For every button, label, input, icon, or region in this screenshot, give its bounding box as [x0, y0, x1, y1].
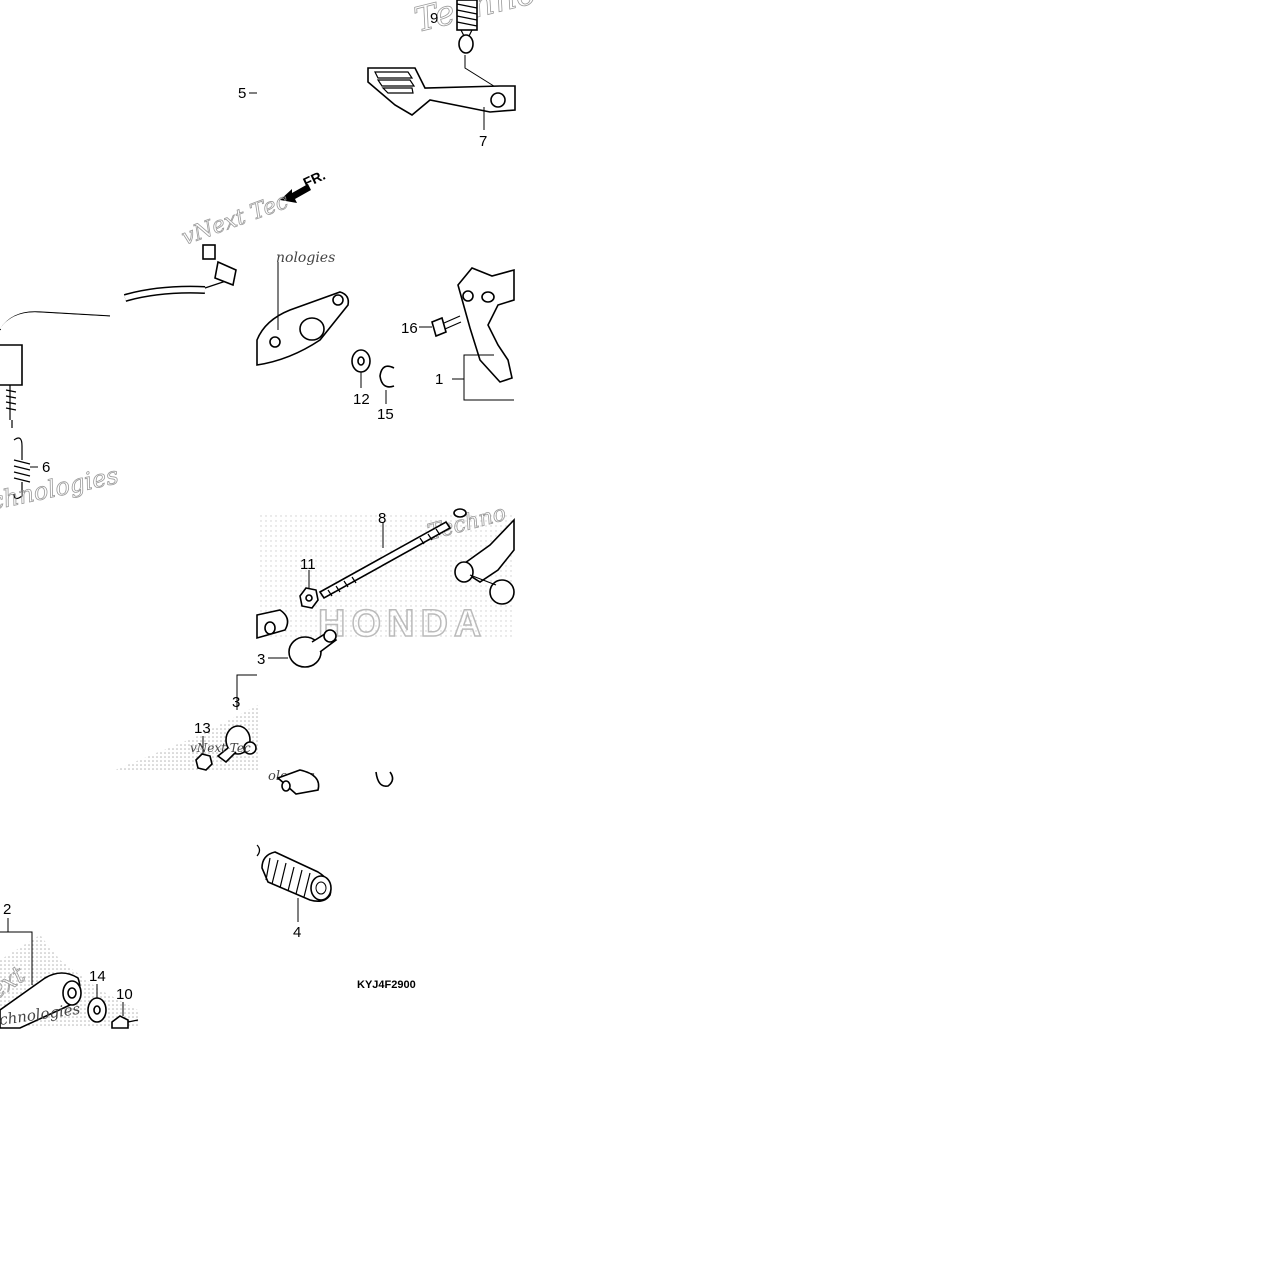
nut-part-11 — [299, 587, 319, 609]
callout-1: 1 — [435, 371, 443, 388]
brake-switch-part-5 — [0, 244, 237, 428]
panel-bottom-left: 2 14 10 ext chnologies — [0, 901, 139, 1029]
callout-11: 11 — [300, 556, 316, 573]
e-clip-part-15 — [379, 365, 395, 388]
spring-part-8 — [456, 0, 478, 54]
watermark-text: chnologies — [0, 461, 121, 516]
watermark-text: vNext Tec — [179, 189, 292, 251]
callout-12: 12 — [353, 391, 370, 408]
direction-marker-label: FR. — [301, 167, 328, 191]
leader-line — [464, 55, 498, 89]
washer-part-12 — [351, 349, 371, 373]
callout-15: 15 — [377, 406, 394, 423]
panel-lower-left: 3 13 vNext Tec — [115, 674, 258, 771]
panel-top: Techno 9 7 5 FR. vNext Tec nologies — [0, 0, 540, 516]
bolt-part-10 — [111, 1015, 139, 1029]
callout-2: 2 — [3, 901, 11, 918]
callout-10: 10 — [116, 986, 133, 1003]
watermark-text: nologies — [276, 250, 335, 266]
leader-line — [236, 674, 257, 710]
shift-lever-end — [453, 508, 515, 605]
bracket-part-1 — [457, 267, 515, 383]
callout-13: 13 — [194, 720, 211, 737]
joint-part-3 — [288, 629, 338, 668]
callout-14: 14 — [89, 968, 106, 985]
spring-part-6 — [13, 437, 31, 500]
callout-8: 9 — [430, 10, 438, 27]
callout-7: 7 — [479, 133, 487, 150]
rod-joint-part — [256, 609, 289, 640]
callout-9: 8 — [378, 510, 386, 527]
shift-joint-part — [276, 769, 394, 795]
callout-5: 5 — [238, 85, 246, 102]
footpeg-rubber-part-4 — [256, 844, 332, 902]
joint-part-3b — [216, 725, 257, 764]
callout-3: 3 — [257, 651, 265, 668]
shift-lever-part-2 — [0, 972, 82, 1029]
bolt-part-16 — [431, 315, 462, 338]
callout-6: 6 — [42, 459, 50, 476]
shift-rod-part-9 — [318, 520, 452, 600]
brand-watermark: HONDA — [318, 603, 487, 645]
leader-line — [463, 354, 514, 401]
callout-4: 4 — [293, 924, 301, 941]
brake-pedal-part-7 — [367, 67, 516, 116]
panel-lower-right: ologies 4 KYJ4F2900 — [256, 769, 416, 991]
diagram-code: KYJ4F2900 — [357, 979, 416, 991]
front-direction-arrow-icon: FR. — [280, 167, 328, 203]
panel-middle: HONDA Techno 8 11 3 — [256, 501, 515, 668]
pedal-pivot-plate — [256, 291, 350, 366]
nut-part-13 — [195, 753, 213, 771]
watermark-text: vNext Tec — [190, 741, 251, 755]
callout-3b: 3 — [232, 694, 240, 711]
leader-line — [0, 931, 33, 985]
washer-part-14 — [87, 997, 107, 1023]
callout-16: 16 — [401, 320, 418, 337]
